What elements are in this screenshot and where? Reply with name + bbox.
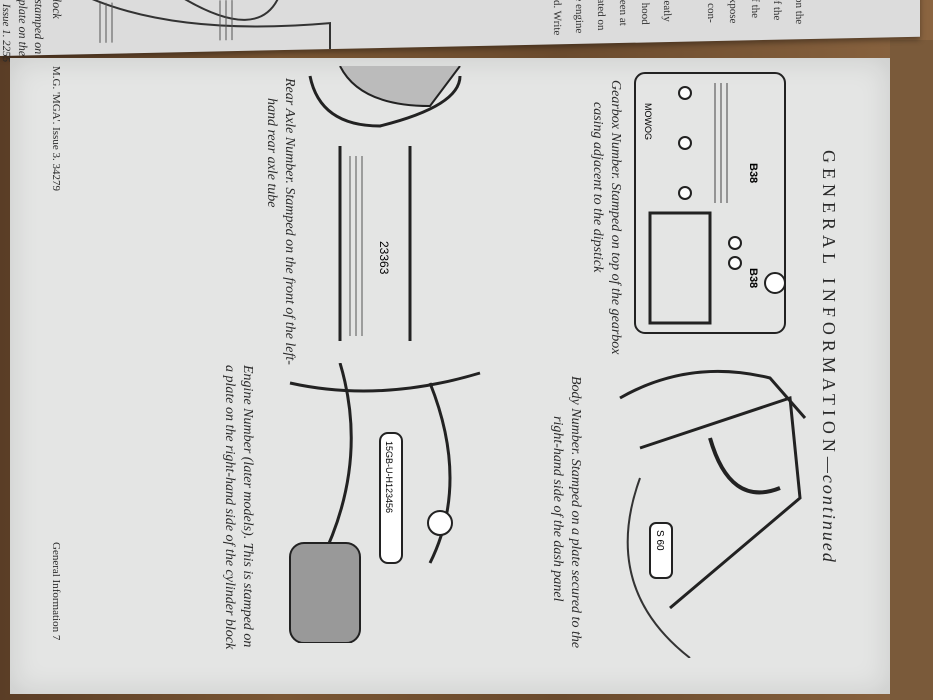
rear-axle-caption: Rear Axle Number. Stamped on the front o… — [264, 78, 297, 365]
page-footer-right: General Information 7 — [50, 542, 62, 641]
back-page-text: the hood — [639, 0, 651, 25]
axle-number-label: 23363 — [377, 241, 391, 275]
gearbox-caption: Gearbox Number. Stamped on top of the ge… — [590, 80, 623, 355]
body-plate-label: S 60 — [654, 530, 665, 551]
back-page-text: l. of the — [749, 0, 761, 19]
back-page-illustration — [89, 0, 331, 50]
back-page-text: the engine — [573, 0, 585, 34]
back-page-text: m of the — [771, 0, 783, 21]
back-page-text: screen at — [617, 0, 629, 26]
gearbox-stamp-1: B38 — [747, 163, 759, 183]
engine-illustration: 15GB-U-H123456 — [289, 363, 481, 643]
back-page-text: ired. Write — [551, 0, 563, 36]
body-caption: Body Number. Stamped on a plate secured … — [550, 376, 583, 649]
page-footer-left: M.G. 'MGA'. Issue 3. 34279 — [50, 66, 62, 191]
engine-plate-label: 15GB-U-H123456 — [384, 441, 394, 513]
engine-caption: Engine Number (later models). This is st… — [222, 365, 255, 650]
previous-page: all on the stamped on plate on the Issue… — [0, 0, 920, 62]
page-title: GENERAL INFORMATION—continued — [819, 150, 839, 564]
back-page-text: it neatly — [661, 0, 673, 22]
gearbox-cast-label: MOWOG — [643, 103, 653, 140]
gearbox-illustration: MOWOG B38 B38 — [634, 72, 786, 334]
body-illustration: S 60 — [619, 369, 807, 658]
back-page-text: strated on — [595, 0, 607, 31]
back-page-text: age con- — [705, 0, 717, 23]
rear-axle-illustration: 23363 — [308, 66, 462, 341]
back-page-text: l. — [680, 0, 698, 42]
back-page-caption: lock — [50, 0, 64, 19]
gearbox-stamp-2: B38 — [747, 268, 759, 288]
manual-page: GENERAL INFORMATION—continued MOWOG B38 … — [10, 58, 890, 694]
table-edge — [890, 40, 933, 700]
back-page-text: o expose — [727, 0, 739, 24]
